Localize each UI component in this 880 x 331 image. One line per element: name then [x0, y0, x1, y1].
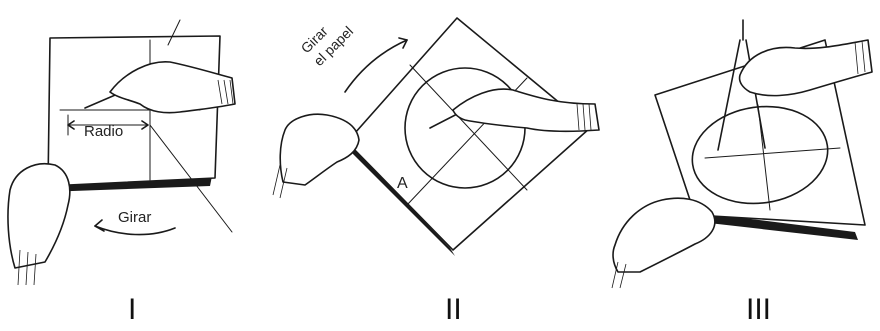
rotate-label: Girar: [118, 209, 151, 226]
panel-iii-illustration: [600, 0, 880, 290]
rotate-arrow: [95, 226, 175, 235]
radius-label: Radio: [84, 123, 123, 140]
panel-ii-illustration: A Girar el papel: [265, 0, 625, 290]
panel-i: Radio Girar: [0, 0, 245, 290]
panel-iii: [600, 0, 880, 290]
point-a-label: A: [397, 175, 408, 192]
numeral-ii: II: [445, 294, 462, 326]
rotate-arrowhead: [95, 220, 104, 231]
holding-hand: [613, 198, 715, 272]
holding-hand: [8, 164, 70, 268]
panel-i-illustration: Radio Girar: [0, 0, 245, 290]
numeral-i: I: [128, 294, 136, 326]
drawing-hand: [740, 40, 872, 96]
holding-hand: [280, 114, 359, 185]
numeral-iii: III: [746, 294, 771, 326]
panel-ii: A Girar el papel: [265, 0, 625, 290]
